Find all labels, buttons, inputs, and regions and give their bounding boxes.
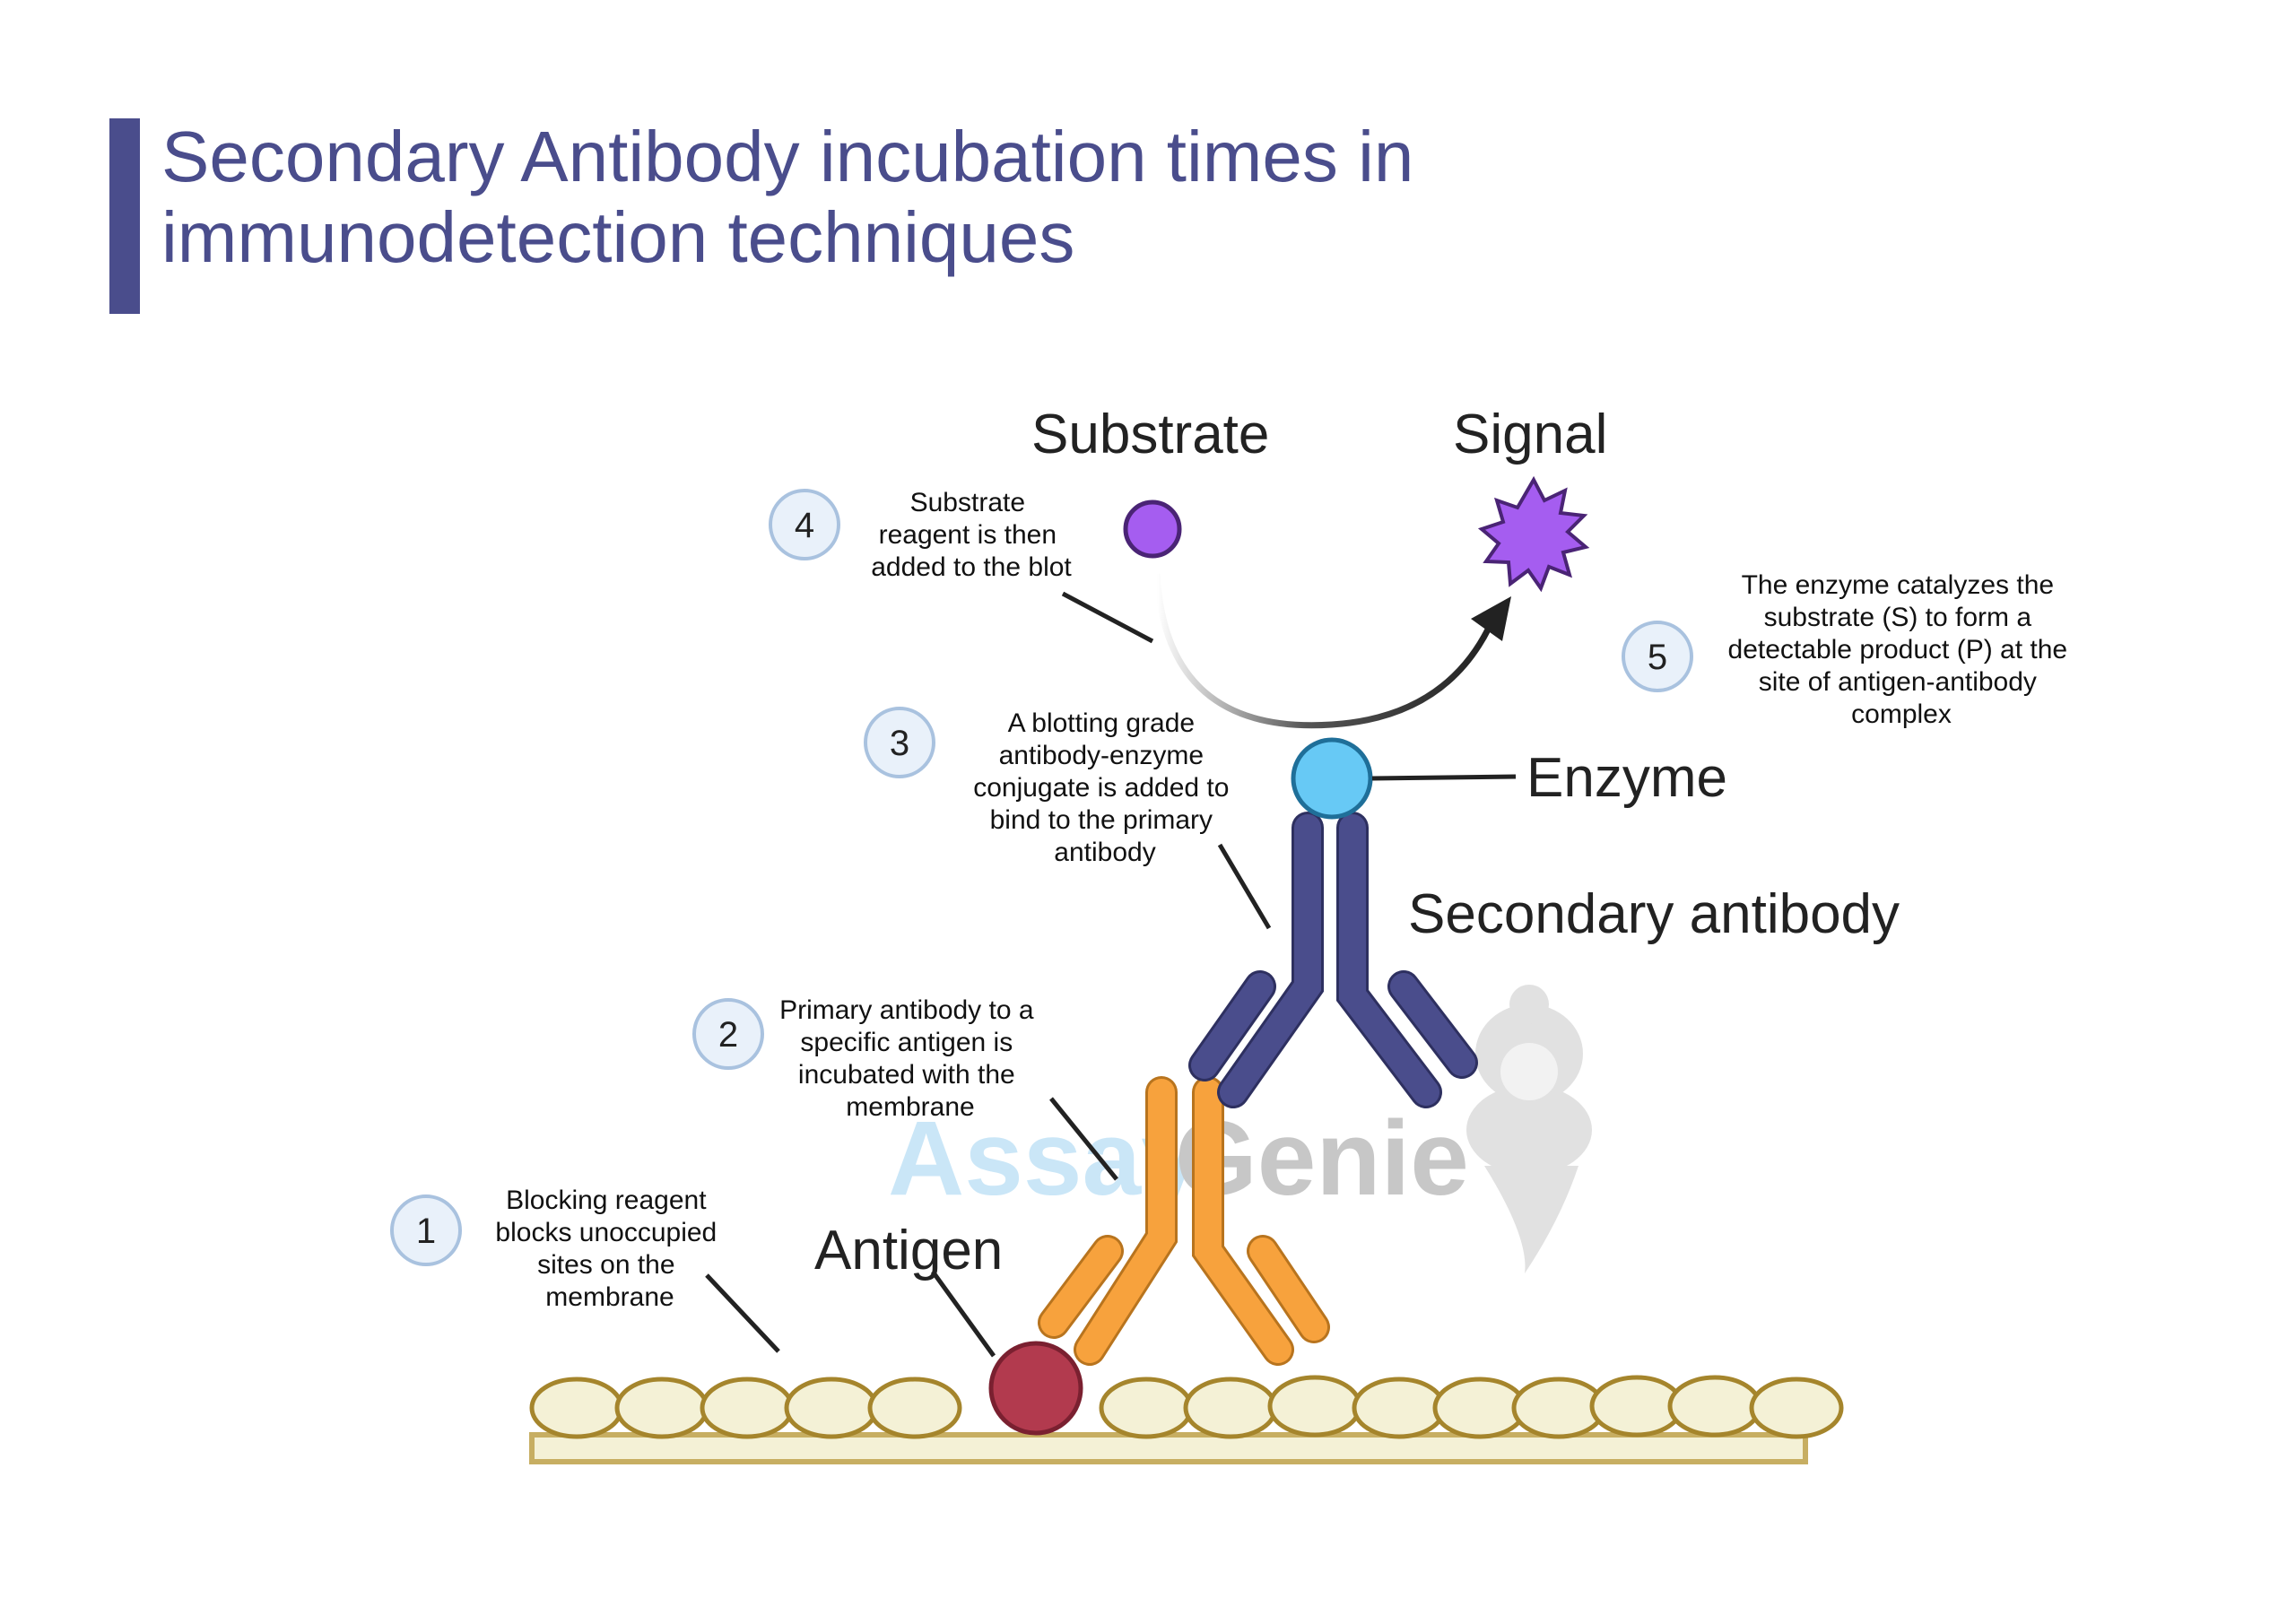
- step-number: 2: [718, 1015, 738, 1055]
- genie-mascot-icon: [1466, 985, 1592, 1273]
- secondary-antibody: [1188, 812, 1478, 1108]
- step-description: Blocking reagent blocks unoccupied sites…: [495, 1186, 724, 1312]
- blocking-cell: [1667, 1375, 1762, 1438]
- step-1: 1 Blocking reagent blocks unoccupied sit…: [390, 1186, 724, 1312]
- blocking-cell: [614, 1377, 709, 1439]
- title-line-2: immunodetection techniques: [161, 197, 1075, 277]
- blocking-cell: [784, 1377, 879, 1439]
- title-accent-bar: [109, 118, 140, 314]
- step-2: 2 Primary antibody to a specific antigen…: [692, 995, 1041, 1122]
- blocking-cell: [867, 1377, 962, 1439]
- signal-label: Signal: [1453, 404, 1607, 465]
- antigen-circle: [988, 1341, 1083, 1436]
- step-number: 3: [890, 724, 909, 763]
- blocking-cell: [1099, 1377, 1194, 1439]
- step-3: 3 A blotting grade antibody-enzyme conju…: [864, 707, 1237, 867]
- step-5: 5 The enzyme catalyzes the substrate (S)…: [1622, 570, 2075, 729]
- step-number: 1: [416, 1212, 436, 1251]
- enzyme-circle: [1291, 737, 1373, 820]
- step-description: The enzyme catalyzes the substrate (S) t…: [1728, 570, 2075, 729]
- step-description: Substrate reagent is then added to the b…: [871, 488, 1072, 582]
- enzyme-label: Enzyme: [1526, 747, 1727, 809]
- step-2-pointer-line: [1049, 1097, 1118, 1181]
- step-4: 4 Substrate reagent is then added to the…: [769, 488, 1072, 582]
- step-number-circle: [1622, 621, 1693, 692]
- step-number-circle: [692, 998, 764, 1070]
- step-4-pointer-line: [1061, 591, 1154, 644]
- step-number: 4: [795, 506, 814, 545]
- step-1-pointer-line: [705, 1273, 780, 1353]
- step-description: Primary antibody to a specific antigen i…: [779, 995, 1041, 1122]
- signal-star-icon: [1477, 475, 1590, 593]
- blocking-cell: [1432, 1377, 1527, 1439]
- blocking-cell: [700, 1377, 795, 1439]
- blocking-cell: [529, 1377, 624, 1439]
- step-number-circle: [390, 1194, 462, 1266]
- substrate-label: Substrate: [1031, 404, 1269, 465]
- step-number-circle: [769, 489, 840, 560]
- reaction-arrow: [1153, 573, 1492, 729]
- secondary-antibody-label: Secondary antibody: [1408, 883, 1900, 945]
- step-description: A blotting grade antibody-enzyme conjuga…: [973, 708, 1237, 867]
- primary-antibody: [1038, 1076, 1330, 1366]
- reaction-arrow-head-icon: [1471, 596, 1511, 641]
- antigen-pointer-line: [930, 1270, 996, 1358]
- blocking-cell: [1267, 1375, 1362, 1438]
- antigen-label: Antigen: [814, 1220, 1003, 1281]
- title-line-1: Secondary Antibody incubation times in: [161, 117, 1414, 196]
- blocking-reagent-cells: [529, 1375, 1844, 1439]
- substrate-circle: [1123, 499, 1182, 559]
- blocking-cell: [1183, 1377, 1278, 1439]
- blocking-cell: [1352, 1377, 1447, 1439]
- step-number: 5: [1648, 638, 1667, 677]
- page-title: Secondary Antibody incubation times in i…: [161, 117, 1413, 278]
- enzyme-pointer-line: [1371, 774, 1517, 781]
- step-number-circle: [864, 707, 935, 778]
- blocking-cell: [1749, 1377, 1844, 1439]
- membrane-strip: [529, 1432, 1808, 1464]
- step-3-pointer-line: [1217, 843, 1272, 930]
